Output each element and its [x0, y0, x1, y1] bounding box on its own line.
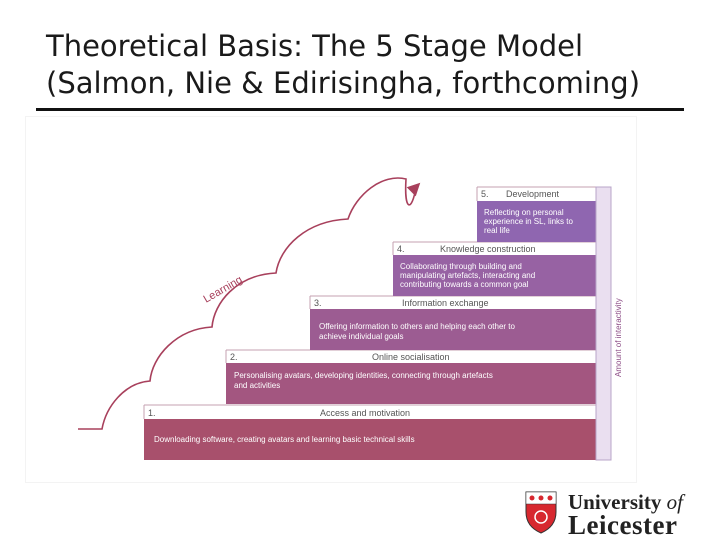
stage-4-body-line-3: contributing towards a common goal [400, 280, 529, 289]
stage-5: 5. Development Reflecting on personal ex… [476, 186, 596, 242]
stage-2-body-line-2: and activities [234, 381, 280, 390]
stage-5-number: 5. [481, 189, 489, 199]
logo-university-word: University [568, 490, 662, 514]
crest-icon [525, 491, 557, 534]
logo-of-word: of [666, 490, 683, 514]
title-underline [36, 108, 684, 111]
stage-1-title: Access and motivation [320, 408, 410, 418]
stage-3: 3. Information exchange Offering informa… [309, 295, 596, 350]
logo-leicester-text: Leicester [568, 510, 678, 540]
stage-4-number: 4. [397, 244, 405, 254]
stage-1-body-line-1: Downloading software, creating avatars a… [154, 435, 415, 444]
stage-5-body-line-2: experience in SL, links to [484, 217, 573, 226]
stage-4-title: Knowledge construction [440, 244, 536, 254]
stage-5-body-line-1: Reflecting on personal [484, 208, 564, 217]
university-logo: University of Leicester [524, 490, 714, 540]
stage-1: 1. Access and motivation Downloading sof… [143, 404, 596, 460]
stage-1-number: 1. [148, 408, 156, 418]
stage-2-body-line-1: Personalising avatars, developing identi… [234, 371, 493, 380]
stage-2-box [226, 363, 596, 404]
five-stage-model-diagram: 1. Access and motivation Downloading sof… [26, 117, 636, 482]
title-line-1: Theoretical Basis: The 5 Stage Model [46, 29, 584, 63]
learning-arrow-path [78, 177, 421, 430]
stage-5-body-line-3: real life [484, 226, 510, 235]
title-line-2: (Salmon, Nie & Edirisingha, forthcoming) [46, 66, 641, 100]
stage-4-body-line-1: Collaborating through building and [400, 262, 522, 271]
stage-2-number: 2. [230, 352, 238, 362]
stage-3-body-line-1: Offering information to others and helpi… [319, 322, 516, 331]
stage-4-body-line-2: manipulating artefacts, interacting and [400, 271, 535, 280]
stage-2-title: Online socialisation [372, 352, 450, 362]
stage-5-box [477, 201, 596, 242]
learning-label: Learning [202, 274, 245, 306]
slide-title: Theoretical Basis: The 5 Stage Model (Sa… [46, 28, 706, 102]
stage-3-number: 3. [314, 298, 322, 308]
stage-2: 2. Online socialisation Personalising av… [225, 349, 596, 404]
stage-4: 4. Knowledge construction Collaborating … [392, 241, 596, 296]
stage-3-box [310, 309, 596, 350]
interactivity-axis-label: Amount of interactivity [614, 298, 623, 377]
logo-university-text: University of [568, 490, 683, 515]
staircase-svg: 1. Access and motivation Downloading sof… [78, 177, 623, 461]
interactivity-bar [595, 186, 612, 461]
stage-4-box [393, 255, 596, 296]
interactivity-axis: Amount of interactivity [595, 186, 623, 461]
stage-3-title: Information exchange [402, 298, 489, 308]
stage-1-box [144, 419, 596, 460]
stage-3-body-line-2: achieve individual goals [319, 332, 404, 341]
stage-5-title: Development [506, 189, 560, 199]
